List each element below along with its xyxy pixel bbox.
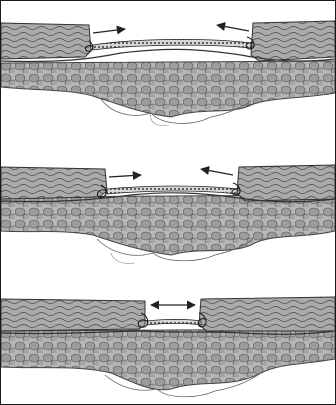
stage-2-panel [1, 135, 335, 269]
mesh-prosthesis [93, 39, 251, 50]
right-muscle-layer [251, 21, 335, 61]
left-traction-arrow [93, 29, 125, 33]
stage-1-drawing [1, 1, 335, 135]
stage-3-panel [1, 269, 335, 404]
stage-2-drawing [1, 135, 335, 269]
left-muscle-layer [1, 299, 145, 331]
mesh-prosthesis [147, 320, 201, 326]
right-muscle-layer [237, 165, 335, 201]
right-traction-arrow [217, 25, 249, 31]
right-traction-arrow [201, 169, 233, 175]
stage-1-panel [1, 1, 335, 135]
fat-layer [1, 195, 335, 255]
left-traction-arrow [109, 175, 141, 177]
left-muscle-layer [1, 23, 91, 59]
fat-layer [1, 61, 335, 117]
stage-3-drawing [1, 269, 335, 404]
peritoneum-outline [111, 253, 135, 264]
left-muscle-layer [1, 167, 107, 199]
right-muscle-layer [199, 297, 335, 331]
fat-layer [1, 329, 335, 390]
